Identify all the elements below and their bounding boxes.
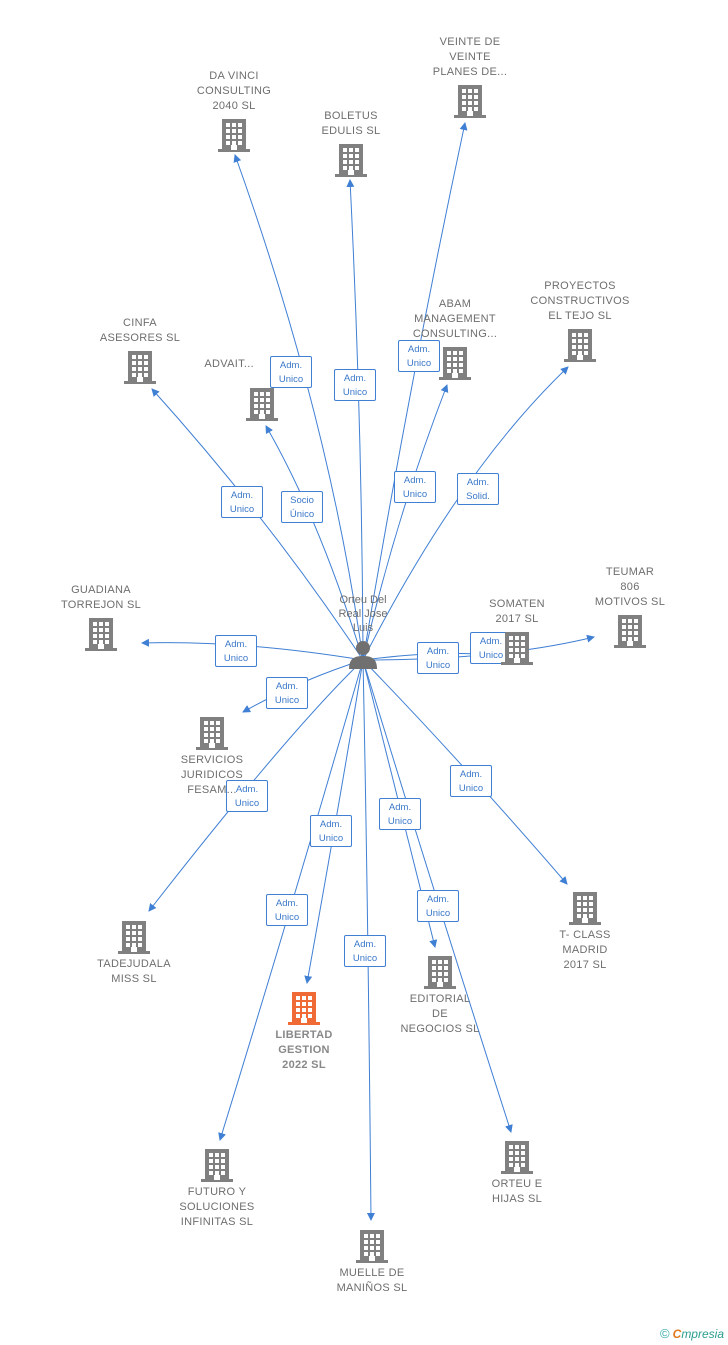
company-node-tadejudala[interactable]: TADEJUDALA MISS SL	[74, 920, 194, 987]
edge-label-davinci[interactable]: Adm. Unico	[270, 356, 312, 388]
company-node-orteu[interactable]: ORTEU E HIJAS SL	[457, 1140, 577, 1207]
building-icon	[118, 921, 150, 954]
edge-veinte	[362, 122, 468, 661]
building-icon	[454, 85, 486, 118]
company-name: TADEJUDALA MISS SL	[97, 958, 171, 985]
company-name: SERVICIOS JURIDICOS FESAM...	[180, 754, 244, 796]
company-name: SOMATEN 2017 SL	[489, 598, 545, 625]
company-node-abam[interactable]: ABAM MANAGEMENT CONSULTING...	[395, 297, 515, 380]
building-icon	[196, 717, 228, 750]
company-node-somaten[interactable]: SOMATEN 2017 SL	[457, 597, 577, 665]
edge-advait	[265, 425, 364, 661]
edge-orteu	[362, 659, 513, 1133]
company-node-advait[interactable]: ADVAIT...	[204, 358, 278, 421]
edge-label-libertad[interactable]: Adm. Unico	[310, 815, 352, 847]
brand-footer: ©Cmpresia	[660, 1326, 724, 1341]
building-icon	[501, 1141, 533, 1174]
company-name: LIBERTAD GESTION 2022 SL	[275, 1029, 333, 1071]
company-name: DA VINCI CONSULTING 2040 SL	[196, 70, 272, 112]
edge-label-orteu[interactable]: Adm. Unico	[417, 890, 459, 922]
person-name: Orteu Del Real Jose Luis	[338, 594, 388, 634]
building-icon	[85, 618, 117, 651]
edge-tadejudala	[148, 659, 364, 912]
company-name: VEINTE DE VEINTE PLANES DE...	[432, 36, 508, 78]
building-icon	[569, 892, 601, 925]
edge-muelle	[362, 659, 375, 1221]
edge-label-futuro[interactable]: Adm. Unico	[266, 894, 308, 926]
edge-label-guadiana[interactable]: Adm. Unico	[215, 635, 257, 667]
person-node[interactable]: Orteu Del Real Jose Luis	[313, 593, 413, 669]
company-node-proyectos[interactable]: PROYECTOS CONSTRUCTIVOS EL TEJO SL	[520, 279, 640, 362]
building-icon	[288, 992, 320, 1025]
building-icon	[614, 615, 646, 648]
edge-label-advait[interactable]: Socio Único	[281, 491, 323, 523]
edge-label-tadejudala[interactable]: Adm. Unico	[226, 780, 268, 812]
edge-boletus	[346, 179, 364, 661]
edge-cinfa	[151, 388, 364, 661]
company-name: T- CLASS MADRID 2017 SL	[559, 929, 611, 971]
company-node-boletus[interactable]: BOLETUS EDULIS SL	[291, 109, 411, 177]
person-icon	[349, 641, 377, 669]
edge-label-tclass[interactable]: Adm. Unico	[450, 765, 492, 797]
company-node-libertad[interactable]: LIBERTAD GESTION 2022 SL	[244, 991, 364, 1073]
company-name: CINFA ASESORES SL	[99, 317, 181, 344]
company-node-servicios[interactable]: SERVICIOS JURIDICOS FESAM...	[152, 716, 272, 798]
company-node-cinfa[interactable]: CINFA ASESORES SL	[80, 316, 200, 384]
edge-label-servicios[interactable]: Adm. Unico	[266, 677, 308, 709]
company-node-muelle[interactable]: MUELLE DE MANIÑOS SL	[312, 1229, 432, 1296]
company-node-tclass[interactable]: T- CLASS MADRID 2017 SL	[525, 891, 645, 973]
company-node-teumar[interactable]: TEUMAR 806 MOTIVOS SL	[570, 565, 690, 648]
company-node-veinte[interactable]: VEINTE DE VEINTE PLANES DE...	[410, 35, 530, 118]
company-name: BOLETUS EDULIS SL	[321, 110, 381, 137]
edge-label-veinte[interactable]: Adm. Unico	[398, 340, 440, 372]
brand-name: mpresia	[681, 1327, 724, 1341]
copyright-symbol: ©	[660, 1326, 670, 1341]
company-name: FUTURO Y SOLUCIONES INFINITAS SL	[179, 1186, 255, 1228]
building-icon	[201, 1149, 233, 1182]
edge-label-somaten[interactable]: Adm. Unico	[417, 642, 459, 674]
brand-initial: C	[672, 1327, 682, 1341]
building-icon	[356, 1230, 388, 1263]
company-node-futuro[interactable]: FUTURO Y SOLUCIONES INFINITAS SL	[157, 1148, 277, 1230]
company-name: ADVAIT...	[204, 358, 254, 370]
company-name: TEUMAR 806 MOTIVOS SL	[594, 566, 666, 608]
edge-futuro	[218, 659, 364, 1141]
building-icon	[218, 119, 250, 152]
edge-label-editorial[interactable]: Adm. Unico	[379, 798, 421, 830]
edge-davinci	[233, 154, 364, 661]
edge-label-muelle[interactable]: Adm. Unico	[344, 935, 386, 967]
building-icon	[501, 632, 533, 665]
edge-label-boletus[interactable]: Adm. Unico	[334, 369, 376, 401]
edge-libertad	[304, 659, 364, 984]
company-node-guadiana[interactable]: GUADIANA TORREJON SL	[41, 583, 161, 651]
company-name: GUADIANA TORREJON SL	[60, 584, 142, 611]
building-icon	[246, 388, 278, 421]
building-icon	[564, 329, 596, 362]
company-node-editorial[interactable]: EDITORIAL DE NEGOCIOS SL	[380, 955, 500, 1037]
building-icon	[439, 347, 471, 380]
building-icon	[335, 144, 367, 177]
company-name: ORTEU E HIJAS SL	[491, 1178, 543, 1205]
company-name: EDITORIAL DE NEGOCIOS SL	[400, 993, 480, 1035]
company-node-davinci[interactable]: DA VINCI CONSULTING 2040 SL	[174, 69, 294, 152]
edge-label-cinfa[interactable]: Adm. Unico	[221, 486, 263, 518]
company-name: ABAM MANAGEMENT CONSULTING...	[412, 298, 498, 340]
building-icon	[124, 351, 156, 384]
company-name: MUELLE DE MANIÑOS SL	[336, 1267, 408, 1294]
edge-label-proyectos[interactable]: Adm. Solid.	[457, 473, 499, 505]
edge-label-abam[interactable]: Adm. Unico	[394, 471, 436, 503]
building-icon	[424, 956, 456, 989]
edge-abam	[362, 384, 449, 661]
company-name: PROYECTOS CONSTRUCTIVOS EL TEJO SL	[530, 280, 630, 322]
